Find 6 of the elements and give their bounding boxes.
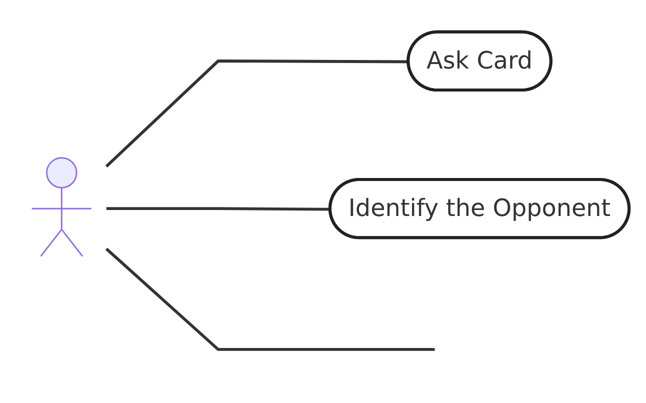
association-line — [105, 247, 435, 351]
use-case-ellipse: Identify the Opponent — [328, 178, 631, 239]
actor-stick-figure — [31, 156, 92, 257]
association-line — [106, 206, 331, 210]
association-line — [105, 59, 409, 168]
use-case-ellipse: Ask Card — [406, 30, 552, 92]
